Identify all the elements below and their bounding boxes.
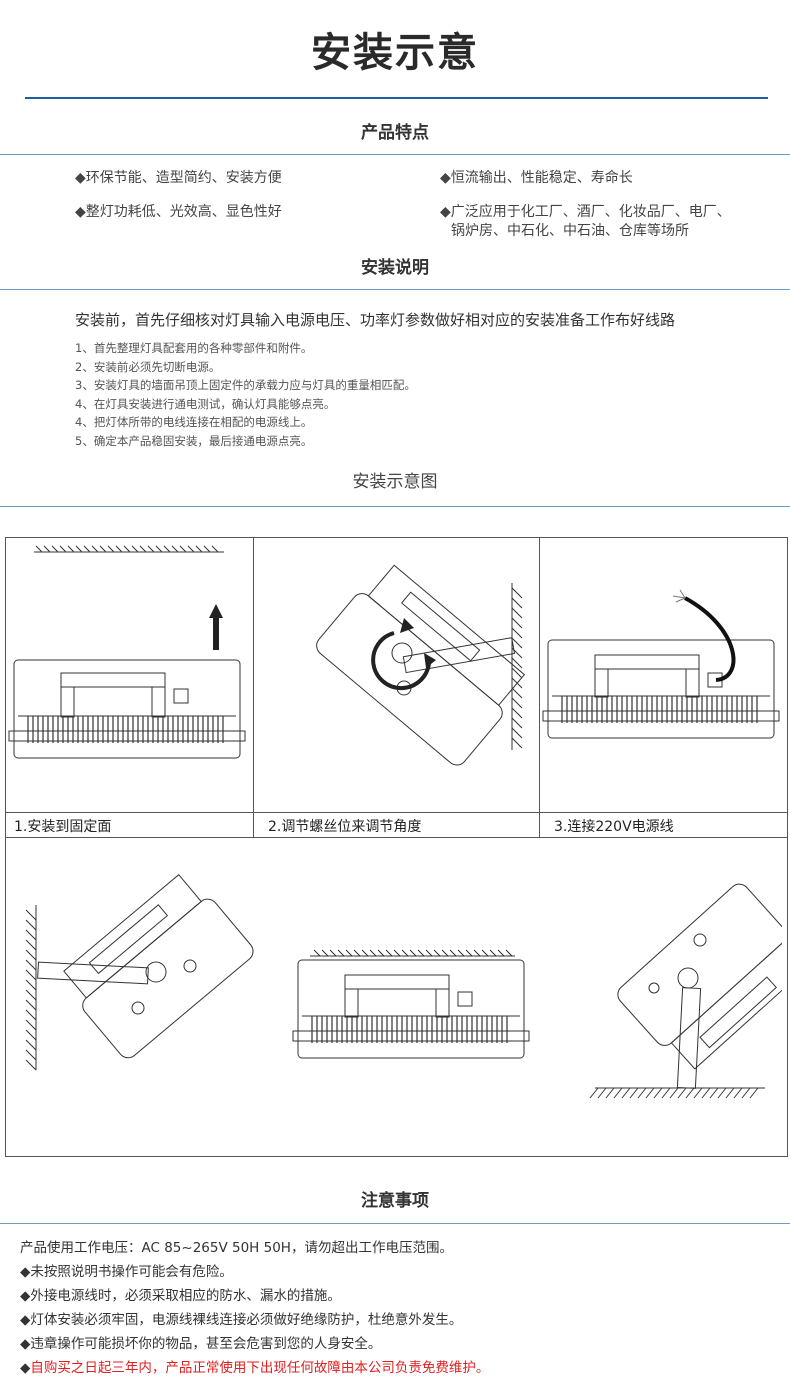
power-cable-icon	[685, 598, 733, 680]
step-item: 1、首先整理灯具配套用的各种零部件和附件。	[75, 341, 313, 355]
notes-heading: 注意事项	[361, 1191, 429, 1211]
install-steps: 1、首先整理灯具配套用的各种零部件和附件。 2、安装前必须先切断电源。 3、安装…	[75, 339, 416, 450]
features-divider	[0, 154, 790, 155]
diagram-divider-h2	[5, 837, 788, 838]
note-item: ◆外接电源线时，必须采取相应的防水、漏水的措施。	[20, 1288, 341, 1304]
note-item: ◆未按照说明书操作可能会有危险。	[20, 1264, 233, 1280]
install-divider	[0, 289, 790, 290]
caption-step-2: 2.调节螺丝位来调节角度	[268, 819, 422, 835]
diagram-heading: 安装示意图	[352, 472, 438, 492]
warranty-text: 自购买之日起三年内，产品正常使用下出现任何故障由本公司负责免费维护。	[30, 1360, 490, 1376]
step-item: 5、确定本产品稳固安装，最后接通电源点亮。	[75, 433, 313, 448]
illustration-wall-mount	[8, 860, 258, 1120]
illustration-ceiling-mount	[290, 940, 530, 1070]
diagram-divider	[0, 506, 790, 507]
feature-item: 锅炉房、中石化、中石油、仓库等场所	[451, 223, 689, 239]
diagram-frame	[5, 537, 788, 1157]
caption-step-1: 1.安装到固定面	[14, 819, 112, 835]
arrow-up-icon	[209, 604, 223, 650]
diagram-divider-h1	[5, 812, 788, 813]
diagram-divider-v1	[253, 537, 254, 837]
install-intro: 安装前，首先仔细核对灯具输入电源电压、功率灯参数做好相对应的安装准备工作布好线路	[75, 311, 676, 329]
caption-step-3: 3.连接220V电源线	[554, 819, 674, 835]
feature-item: ◆环保节能、造型简约、安装方便	[75, 170, 282, 186]
note-item: 产品使用工作电压：AC 85~265V 50H 50H，请勿超出工作电压范围。	[20, 1240, 453, 1256]
install-heading: 安装说明	[361, 258, 429, 278]
illustration-floor-mount	[560, 870, 782, 1120]
step-item: 3、安装灯具的墙面吊顶上固定件的承载力应与灯具的重量相匹配。	[75, 378, 416, 392]
diagram-divider-v2	[539, 537, 540, 837]
feature-item: ◆恒流输出、性能稳定、寿命长	[440, 170, 633, 186]
note-item: ◆灯体安装必须牢固，电源线裸线连接必须做好绝缘防护，杜绝意外发生。	[20, 1312, 463, 1328]
illustration-connect-power	[540, 538, 787, 811]
step-item: 4、把灯体所带的电线连接在相配的电源线上。	[75, 415, 313, 429]
notes-list: 产品使用工作电压：AC 85~265V 50H 50H，请勿超出工作电压范围。 …	[20, 1236, 489, 1380]
feature-item: ◆广泛应用于化工厂、酒厂、化妆品厂、电厂、	[440, 204, 731, 220]
step-item: 2、安装前必须先切断电源。	[75, 359, 221, 374]
warranty-note: ◆自购买之日起三年内，产品正常使用下出现任何故障由本公司负责免费维护。	[20, 1356, 489, 1380]
step-item: 4、在灯具安装进行通电测试，确认灯具能够点亮。	[75, 396, 336, 411]
rotate-arrow-icon	[373, 633, 429, 688]
warranty-bullet: ◆	[20, 1360, 31, 1376]
illustration-mount-to-surface	[6, 538, 252, 811]
feature-item: ◆整灯功耗低、光效高、显色性好	[75, 204, 282, 220]
illustration-adjust-angle	[254, 538, 538, 811]
features-heading: 产品特点	[361, 123, 429, 143]
title-divider	[25, 97, 768, 99]
notes-divider	[0, 1223, 790, 1224]
page-title: 安装示意	[311, 30, 479, 76]
note-item: ◆违章操作可能损坏你的物品，甚至会危害到您的人身安全。	[20, 1336, 382, 1352]
